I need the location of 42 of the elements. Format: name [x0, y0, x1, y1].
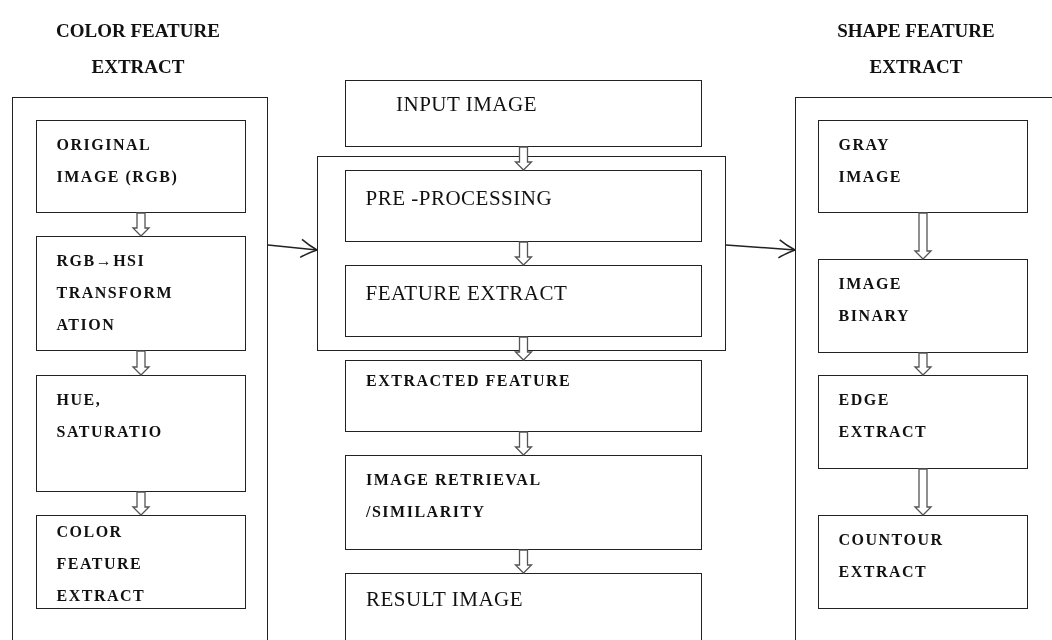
group-box [317, 156, 726, 351]
process-box [817, 119, 1028, 213]
box-label: ORIGINAL IMAGE (RGB) [56, 134, 180, 188]
box-label: IMAGE RETRIEVAL /SIMILARITY [366, 470, 542, 522]
panel-heading: SHAPE FEATURE EXTRACT [836, 19, 996, 79]
process-box [817, 514, 1028, 609]
block-arrow [513, 146, 534, 171]
box-label: FEATURE EXTRACT [365, 279, 569, 307]
process-box [35, 514, 246, 609]
process-box [35, 119, 246, 213]
process-box [345, 573, 702, 640]
block-arrow [513, 336, 534, 361]
panel-heading: COLOR FEATURE EXTRACT [55, 19, 221, 79]
box-label: RGB→HSI TRANSFORM ATION [56, 250, 175, 335]
block-arrow [913, 212, 933, 260]
box-label: COLOR FEATURE EXTRACT [56, 521, 147, 606]
process-box [344, 264, 702, 337]
process-box [344, 169, 702, 242]
process-box [35, 235, 246, 351]
process-box [345, 360, 702, 432]
box-label: IMAGE BINARY [838, 273, 912, 326]
box-label: EXTRACTED FEATURE [366, 371, 573, 391]
block-arrow [513, 241, 534, 266]
box-label: COUNTOUR EXTRACT [838, 529, 945, 582]
block-arrow [913, 468, 933, 516]
box-label: GRAY IMAGE [838, 134, 903, 187]
block-arrow [131, 212, 151, 237]
block-arrow [513, 549, 534, 574]
block-arrow [513, 431, 534, 456]
block-arrow [131, 350, 151, 376]
process-box [35, 374, 246, 492]
box-label: PRE -PROCESSING [365, 184, 554, 212]
block-arrow [913, 352, 933, 376]
box-label: HUE, SATURATIO [56, 389, 164, 442]
process-box [817, 374, 1028, 469]
block-arrow [131, 491, 151, 516]
process-box [345, 80, 702, 147]
box-label: EDGE EXTRACT [838, 389, 929, 442]
process-box [817, 258, 1028, 353]
process-box [345, 455, 702, 550]
box-label: RESULT IMAGE [366, 586, 525, 613]
box-label: INPUT IMAGE [396, 91, 539, 118]
